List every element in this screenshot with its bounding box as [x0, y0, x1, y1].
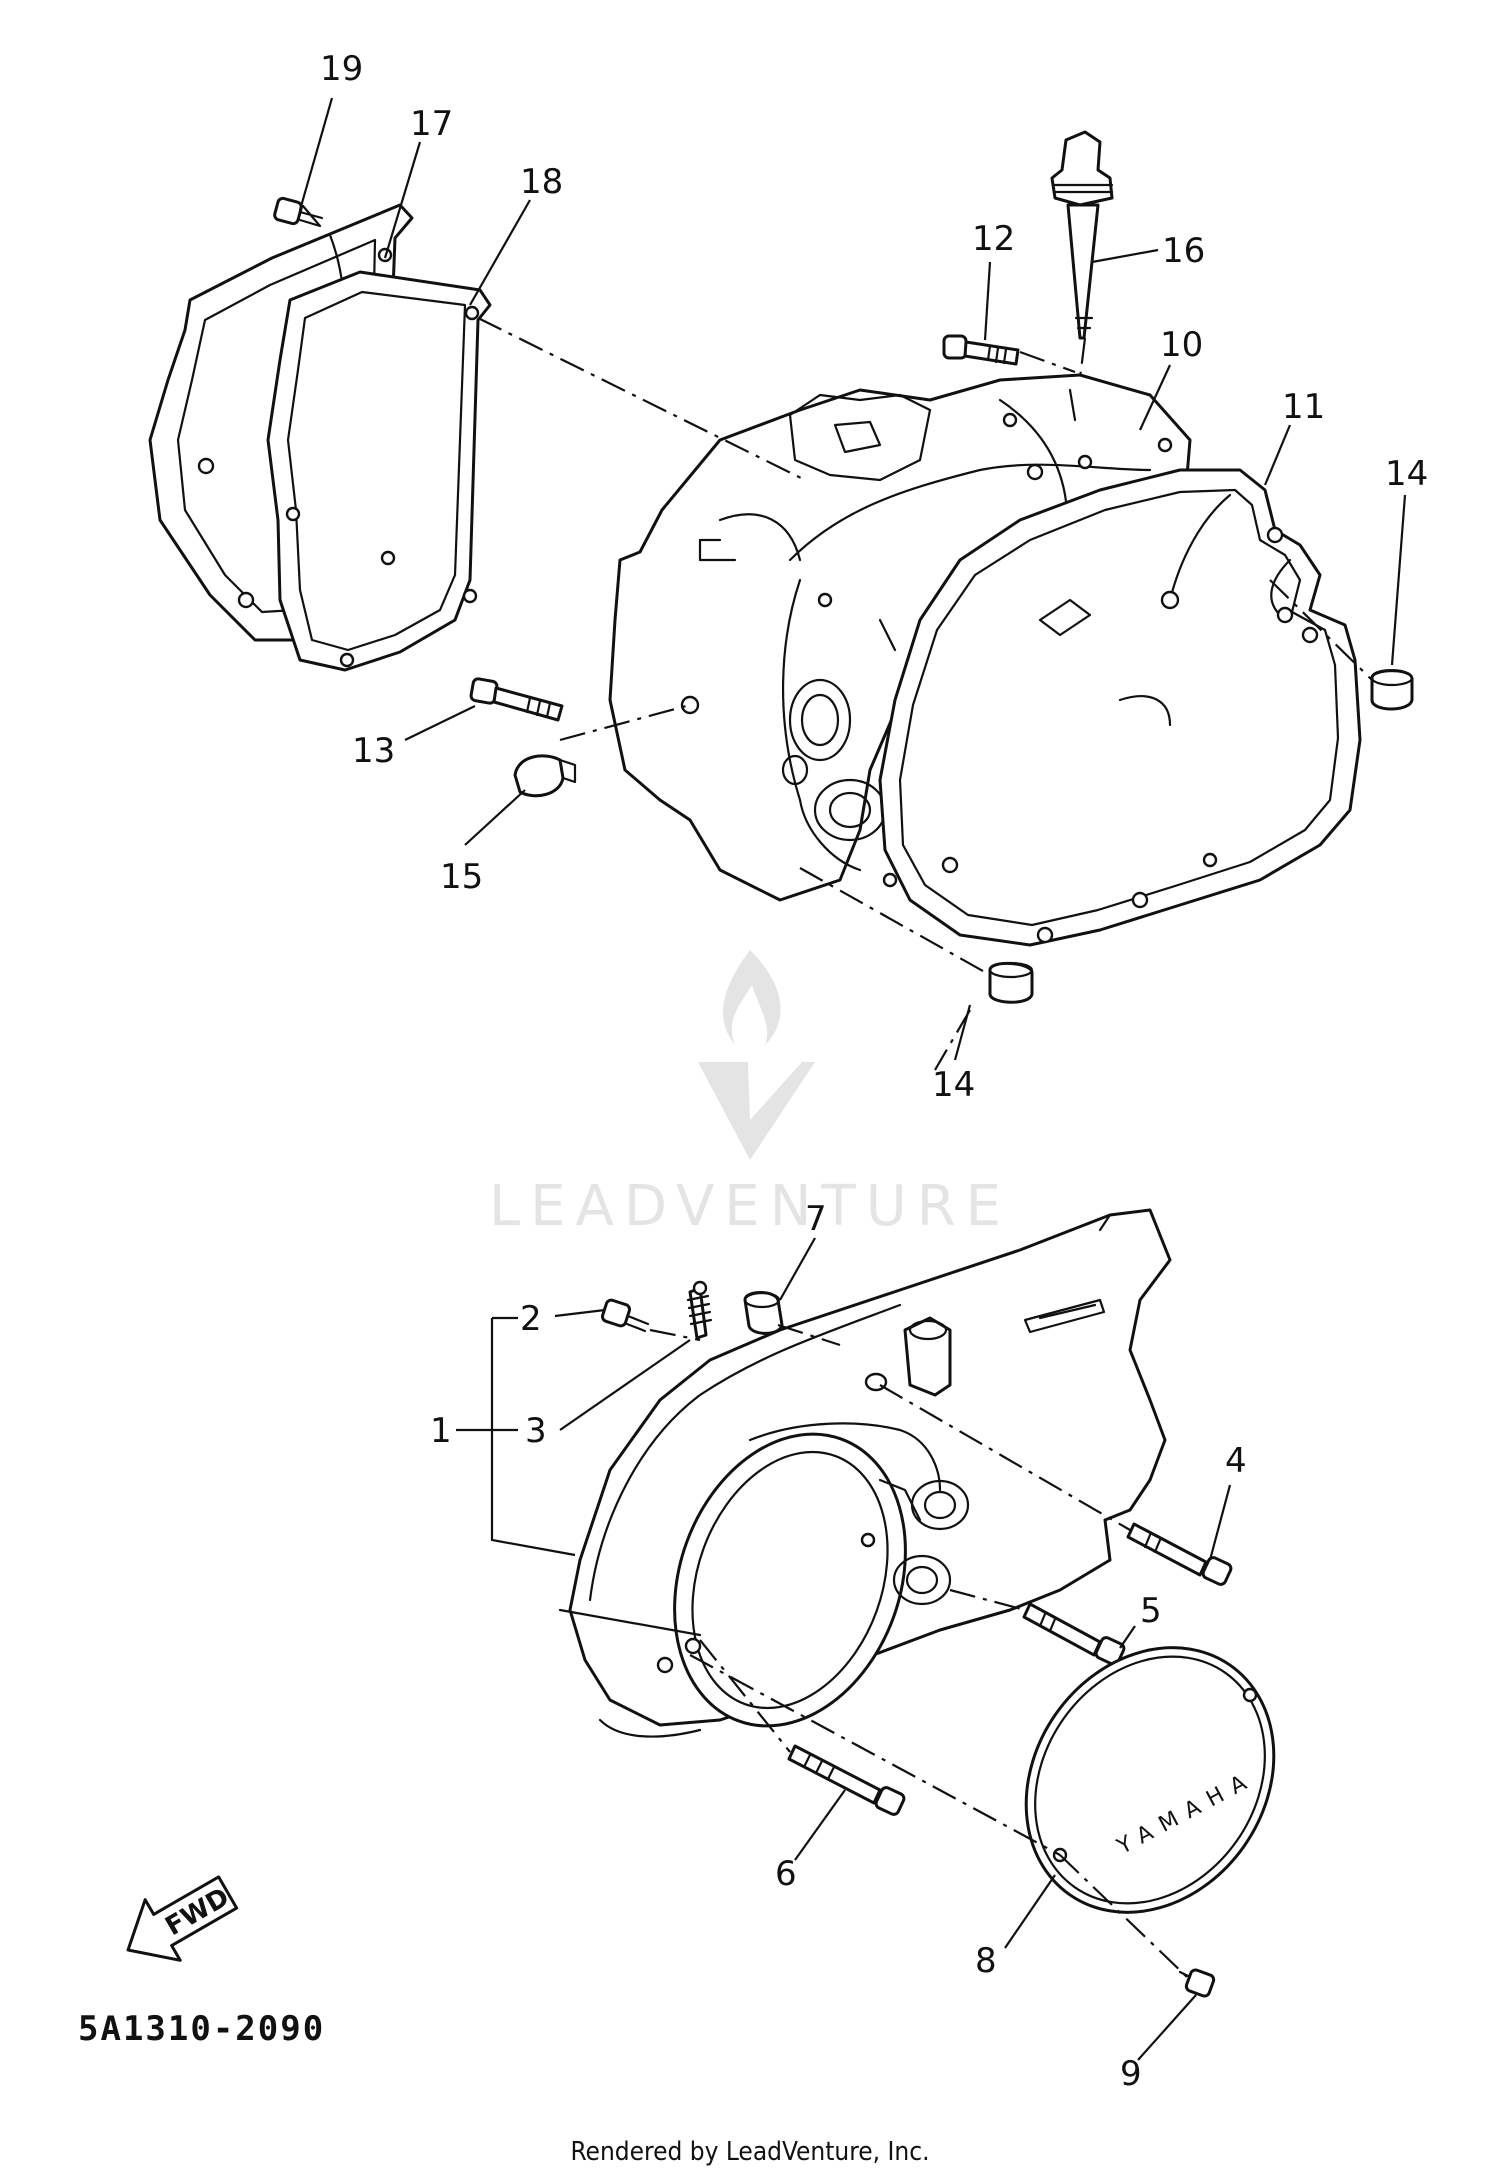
watermark-flame-icon — [723, 950, 781, 1045]
part-3-clamp-screw — [686, 1280, 713, 1340]
diagram-code: 5A1310-2090 — [78, 2009, 325, 2049]
part-12-bolt — [942, 334, 1020, 366]
callout-leaders — [298, 97, 1407, 2061]
part-8-emblem-cover: YAMAHA — [1024, 1646, 1276, 1914]
callout-1: 1 — [430, 1411, 452, 1451]
callout-labels: 19 17 18 12 16 10 11 14 13 15 14 7 2 1 3… — [320, 49, 1428, 2094]
callout-12: 12 — [972, 219, 1015, 259]
callout-9: 9 — [1120, 2054, 1142, 2094]
callout-6: 6 — [775, 1854, 797, 1894]
render-credit: Rendered by LeadVenture, Inc. — [570, 2137, 929, 2167]
callout-11: 11 — [1282, 387, 1325, 427]
part-13-bolt — [469, 677, 564, 722]
callout-5: 5 — [1140, 1591, 1162, 1631]
watermark-v-logo-icon — [698, 1062, 815, 1160]
callout-3: 3 — [525, 1411, 547, 1451]
fwd-arrow: FWD — [126, 1875, 239, 1962]
callout-13: 13 — [352, 731, 395, 771]
callout-10: 10 — [1160, 325, 1203, 365]
part-19-screw — [273, 196, 324, 228]
fwd-arrow-icon — [126, 1875, 239, 1962]
part-2-screw — [600, 1298, 650, 1333]
part-6-long-bolt — [787, 1744, 906, 1816]
callout-14-lower: 14 — [932, 1065, 975, 1105]
part-4-bolt — [1126, 1522, 1233, 1586]
part-18-gasket — [266, 270, 492, 672]
part-5-bolt — [1022, 1602, 1126, 1666]
part-14-dowel-lower — [988, 961, 1034, 1004]
lower-alignment-lines — [649, 1323, 1189, 1979]
watermark: LEADVENTURE — [489, 950, 1011, 1239]
upper-alignment-lines — [477, 317, 1373, 1071]
callout-7: 7 — [805, 1199, 827, 1239]
callout-16: 16 — [1162, 231, 1205, 271]
callout-18: 18 — [520, 162, 563, 202]
callout-17: 17 — [410, 104, 453, 144]
callout-2: 2 — [520, 1299, 542, 1339]
watermark-text: LEADVENTURE — [489, 1174, 1011, 1239]
callout-14-upper: 14 — [1385, 454, 1428, 494]
part-7-collar — [743, 1291, 784, 1335]
callout-15: 15 — [440, 857, 483, 897]
part-16-dipstick — [1050, 130, 1114, 340]
part-14-dowel-upper — [1370, 669, 1414, 711]
part-9-screw — [1178, 1968, 1216, 1998]
callout-4: 4 — [1225, 1441, 1247, 1481]
part-1-cover-assembly — [558, 1208, 1172, 1738]
part-15-plug — [513, 754, 577, 798]
callout-19: 19 — [320, 49, 363, 89]
part-11-gasket — [878, 468, 1362, 947]
callout-8: 8 — [975, 1941, 997, 1981]
